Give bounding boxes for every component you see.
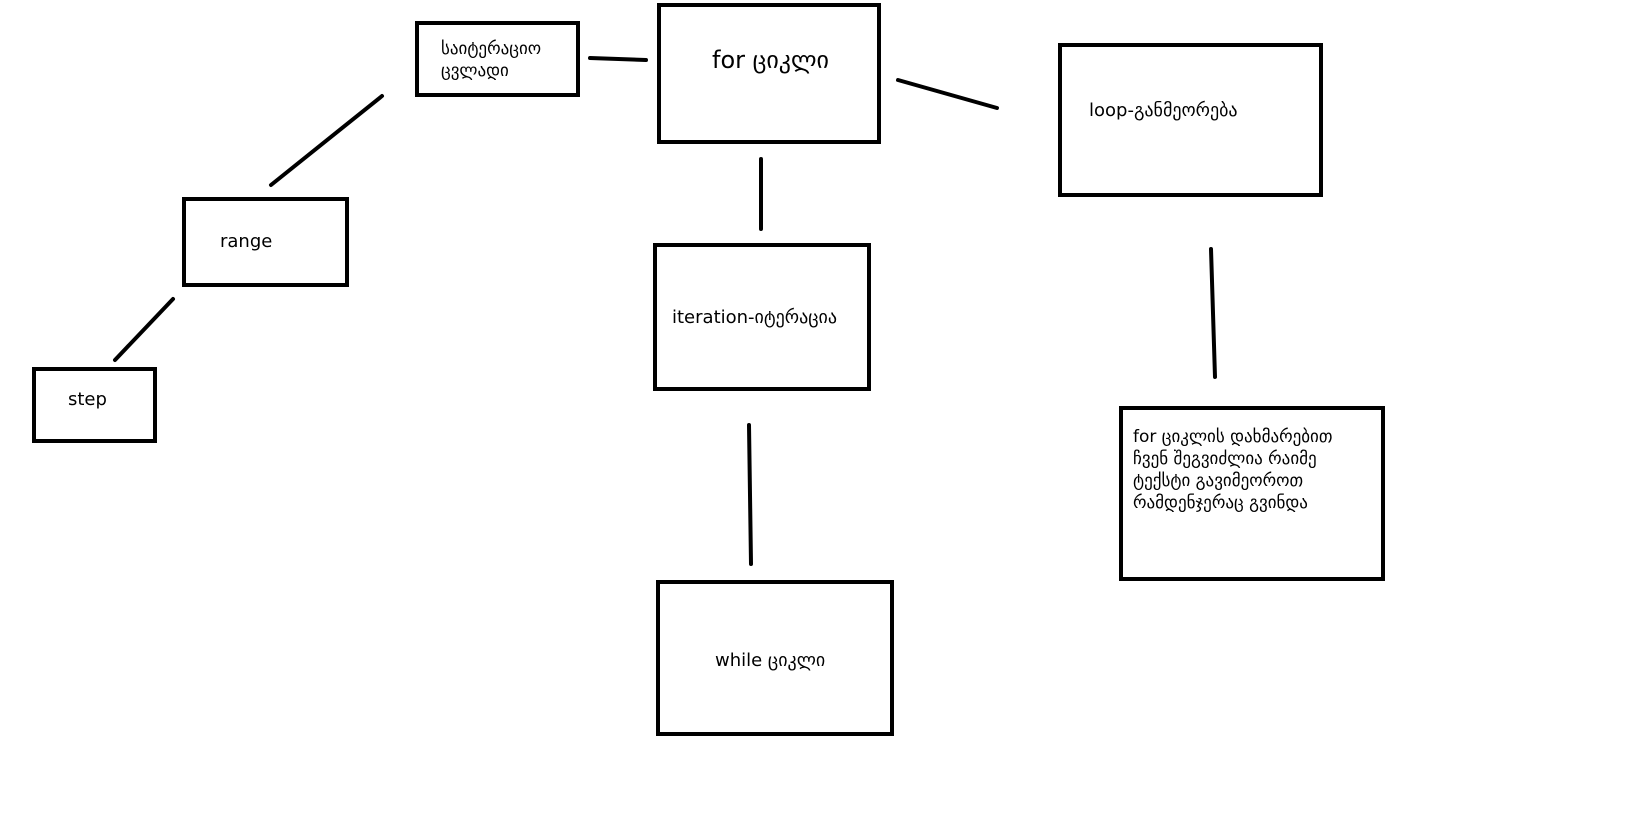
edge-range-to-iteration-variable — [269, 94, 384, 187]
node-loop-label: loop-განმეორება — [1089, 100, 1238, 121]
edge-iteration-variable-to-for-cycle — [588, 56, 648, 62]
node-while-cycle: while ციკლი — [656, 580, 894, 736]
node-description-label: for ციკლის დახმარებით ჩვენ შეგვიძლია რაი… — [1133, 427, 1333, 514]
node-step-label: step — [68, 389, 107, 410]
node-range: range — [182, 197, 349, 287]
node-for-cycle: for ციკლი — [657, 3, 881, 144]
node-for-cycle-label: for ციკლი — [712, 46, 829, 74]
edge-iteration-to-while-cycle — [747, 423, 753, 566]
node-iteration: iteration-იტერაცია — [653, 243, 871, 391]
node-range-label: range — [220, 231, 273, 252]
node-step: step — [32, 367, 157, 443]
edge-loop-to-description — [1209, 247, 1217, 379]
node-while-cycle-label: while ციკლი — [715, 650, 826, 671]
node-iteration-label: iteration-იტერაცია — [672, 307, 837, 328]
node-iteration-variable: საიტერაციო ცვლადი — [415, 21, 580, 97]
node-description: for ციკლის დახმარებით ჩვენ შეგვიძლია რაი… — [1119, 406, 1385, 581]
node-loop: loop-განმეორება — [1058, 43, 1323, 197]
node-iteration-variable-label: საიტერაციო ცვლადი — [441, 39, 542, 82]
edge-step-to-range — [113, 297, 175, 362]
edge-for-cycle-to-loop — [896, 78, 999, 110]
